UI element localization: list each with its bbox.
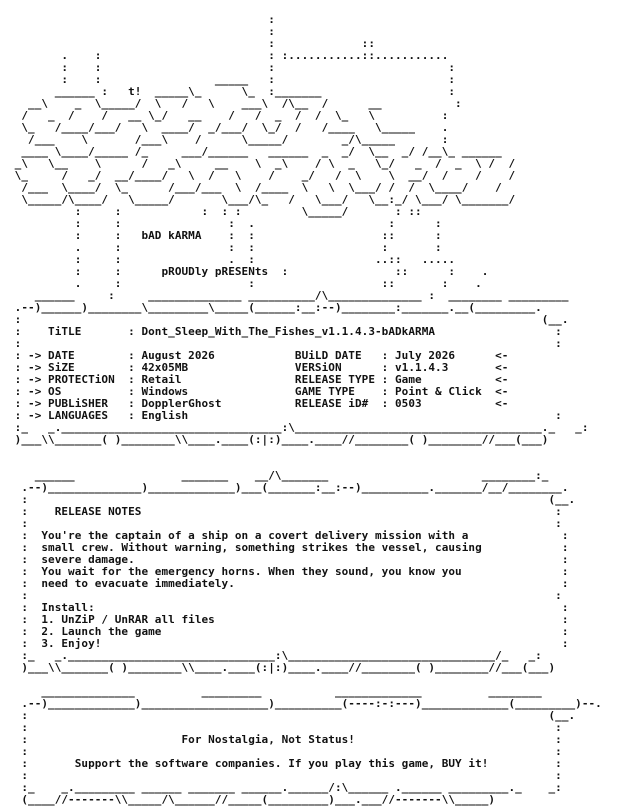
nfo-line: :_ _._______________________________:\__… — [8, 649, 542, 662]
nfo-line: \_ /____/___/ \ ____/ _/___/ \_/ / /____… — [8, 121, 449, 134]
nfo-line: :_ _._________ ______ _______ ______.___… — [8, 781, 562, 794]
nfo-line: .--)______________)_____________)___(___… — [8, 481, 569, 494]
nfo-line: : -> PUBLiSHER : DopplerGhost RELEASE iD… — [8, 397, 509, 410]
nfo-line: : — [8, 25, 275, 38]
nfo-line: : 2. Launch the game : — [8, 625, 569, 638]
nfo-line: : : : . : : — [8, 217, 442, 230]
nfo-line: .--)______)________\_________\_____(____… — [8, 301, 542, 314]
nfo-line: : : — [8, 517, 562, 530]
nfo-line: : : : : : \_____/ : :: — [8, 205, 422, 218]
nfo-line: : 1. UnZiP / UnRAR all files : — [8, 613, 569, 626]
nfo-line: ______________ _________ _____________ _… — [8, 685, 542, 698]
nfo-line: ______ : ______________ __________/\____… — [8, 289, 569, 302]
nfo-line: : -> DATE : August 2026 BUiLD DATE : Jul… — [8, 349, 509, 362]
nfo-line: : Support the software companies. If you… — [8, 757, 562, 770]
nfo-line: : -> SiZE : 42x05MB VERSiON : v1.1.4.3 <… — [8, 361, 509, 374]
nfo-line: : Install: : — [8, 601, 569, 614]
nfo-line: : (__. — [8, 493, 576, 506]
nfo-line: : : — [8, 337, 562, 350]
nfo-line: : RELEASE NOTES : — [8, 505, 562, 518]
nfo-line: : severe damage. : — [8, 553, 569, 566]
nfo-line: : — [8, 13, 275, 26]
nfo-line: : : — [8, 589, 562, 602]
nfo-line: : : : : — [8, 61, 456, 74]
nfo-line: . : : :...........::........... — [8, 49, 449, 62]
nfo-line: : : . : ..:: ..... — [8, 253, 456, 266]
nfo-line: __\ _ \_____/ \ / \ ___\ /\__ / __ : — [8, 97, 462, 110]
nfo-line: : : pROUDly pRESENts : :: : . — [8, 265, 489, 278]
nfo-line: : You wait for the emergency horns. When… — [8, 565, 569, 578]
nfo-line: \_ / _/ __/____/ \ / \ / _/ / \ \ __/ / … — [8, 169, 516, 182]
nfo-line: .--)_____________)___________________)__… — [8, 697, 602, 710]
nfo-line: : -> OS : Windows GAME TYPE : Point & Cl… — [8, 385, 509, 398]
nfo-line: : -> LANGUAGES : English : — [8, 409, 562, 422]
nfo-line: . : : : : : — [8, 241, 442, 254]
nfo-line: (____//-------\\_____/\______//_____(___… — [8, 793, 496, 806]
nfo-line: : (__. — [8, 709, 576, 722]
nfo-line: /___ \____/ \_ /___/___ \ /____ \ \ \___… — [8, 181, 502, 194]
nfo-line: : TiTLE : Dont_Sleep_With_The_Fishes_v1.… — [8, 325, 562, 338]
nfo-line: : small crew. Without warning, something… — [8, 541, 569, 554]
nfo-line: _\ \__ \ / _\ __ \ _\ / \ _ \_/ _ / _ \ … — [8, 157, 516, 170]
nfo-line: : need to evacuate immediately. : — [8, 577, 569, 590]
nfo-line: \_____/\____/ \_____/ \___/\_ / \___/ \_… — [8, 193, 516, 206]
nfo-line: : 3. Enjoy! : — [8, 637, 569, 650]
nfo-line: : : bAD kARMA : : :: : — [8, 229, 442, 242]
nfo-line: )___\\_______( )________\\____.____(:|:)… — [8, 661, 556, 674]
nfo-line: : : — [8, 721, 562, 734]
nfo-line: : : — [8, 745, 562, 758]
nfo-line: : :: — [8, 37, 375, 50]
nfo-line: : : — [8, 769, 562, 782]
nfo-line: ______ _______ __/\_______ ________:_ — [8, 469, 549, 482]
nfo-line: )___\\_______( )________\\____.____(:|:)… — [8, 433, 549, 446]
nfo-line: /___ \ /___\ / \_____/ _/\_____ : — [8, 133, 449, 146]
nfo-line: ____ \____/_____ /_ ___/______ ______ _ … — [8, 145, 502, 158]
nfo-line: : You're the captain of a ship on a cove… — [8, 529, 569, 542]
nfo-line: : For Nostalgia, Not Status! : — [8, 733, 562, 746]
nfo-line: : : _____ : : — [8, 73, 456, 86]
nfo-line: :_ _._________________________________:\… — [8, 421, 589, 434]
nfo-line: : (__. — [8, 313, 569, 326]
nfo-line: : -> PROTECTiON : Retail RELEASE TYPE : … — [8, 373, 509, 386]
nfo-line: . : : :: : . — [8, 277, 482, 290]
nfo-line: / _ / / __ \_/ __ / / _ / / \_ \ : — [8, 109, 449, 122]
nfo-line: ______ : t! _____\_ \_ :_______ : — [8, 85, 456, 98]
